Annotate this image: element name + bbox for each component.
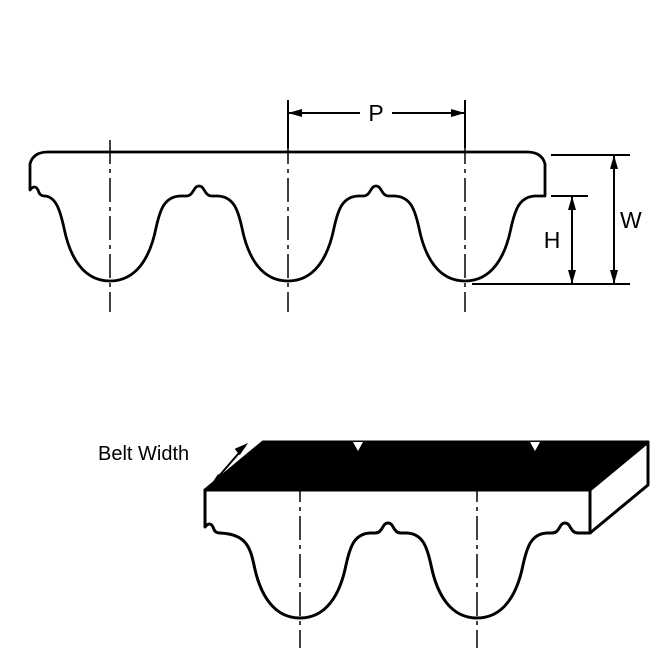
top-face-notch-2 bbox=[530, 442, 540, 451]
top-face-notch-1 bbox=[353, 442, 363, 451]
height-arrow-top bbox=[610, 155, 618, 169]
belt-width-arrow-lower bbox=[210, 473, 224, 486]
tooth-profile-section: P W H bbox=[28, 100, 642, 312]
pitch-arrow-left bbox=[288, 109, 302, 117]
belt-width-dimension: Belt Width bbox=[98, 443, 248, 486]
pitch-label: P bbox=[368, 100, 383, 126]
belt-width-label: Belt Width bbox=[98, 443, 189, 465]
height-arrow-bottom bbox=[610, 270, 618, 284]
pitch-dimension: P bbox=[287, 100, 466, 148]
belt-front-face bbox=[203, 488, 592, 620]
pitch-arrow-right bbox=[451, 109, 465, 117]
tooth-height-arrow-bottom bbox=[568, 270, 576, 284]
belt-top-face bbox=[203, 440, 650, 492]
belt-width-arrow-upper bbox=[234, 443, 248, 456]
tooth-height-label: H bbox=[544, 227, 561, 253]
tooth-height-arrow-top bbox=[568, 196, 576, 210]
overall-height-label: W bbox=[620, 207, 642, 233]
belt-3d-view: Belt Width bbox=[98, 440, 650, 648]
tooth-height-dimension: H bbox=[544, 195, 588, 284]
overall-height-dimension: W bbox=[472, 154, 642, 285]
